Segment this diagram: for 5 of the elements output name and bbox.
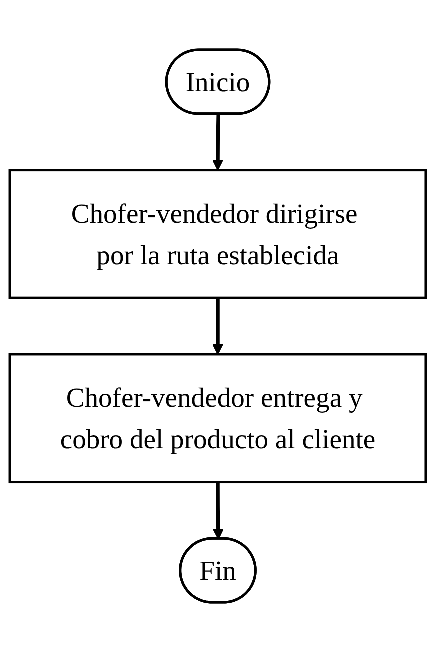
node-box: Chofer-vendedor entrega y cobro del producto al cliente xyxy=(8,353,428,484)
arrow xyxy=(212,298,224,356)
arrow xyxy=(212,482,224,540)
arrow xyxy=(212,114,224,172)
node-box: Chofer-vendedor dirigirse por la ruta establecida xyxy=(8,169,428,300)
